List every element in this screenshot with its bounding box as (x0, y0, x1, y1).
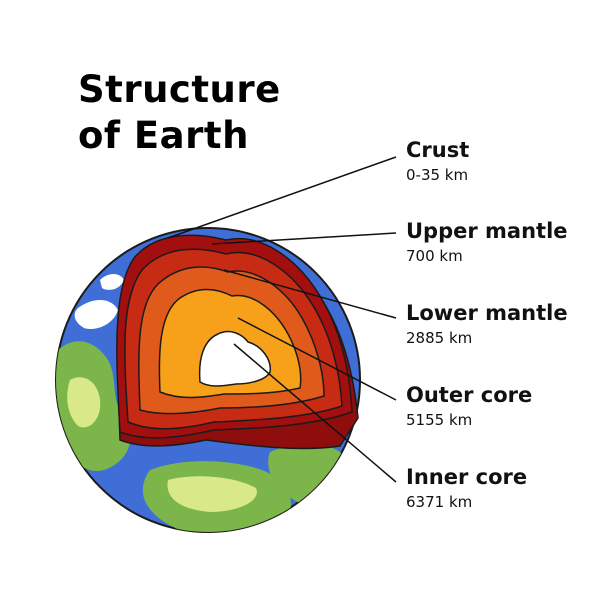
leader-lines (167, 156, 397, 483)
layer-name: Inner core (406, 465, 528, 489)
label-outer-core: Outer core 5155 km (406, 383, 532, 430)
diagram-title-line-1: Structure (78, 68, 281, 111)
layer-depth: 2885 km (406, 329, 473, 347)
label-crust: Crust 0-35 km (406, 138, 469, 185)
leader-line-lower-mantle (223, 269, 397, 319)
continent-highlight-2 (67, 377, 101, 428)
leader-line-inner-core (233, 343, 397, 483)
continent-highlight-1 (167, 476, 257, 512)
label-inner-core: Inner core 6371 km (406, 465, 527, 512)
leader-line-outer-core (237, 317, 397, 401)
layer-depth: 700 km (406, 247, 463, 265)
leader-line-upper-mantle (211, 232, 397, 245)
layer-name: Upper mantle (406, 219, 568, 243)
diagram-title-line-2: of Earth (78, 114, 249, 157)
ice-patch-2 (100, 274, 124, 290)
inner-core-layer (198, 330, 271, 387)
label-lower-mantle: Lower mantle 2885 km (406, 301, 568, 348)
layer-name: Outer core (406, 383, 533, 407)
ice-patch (74, 299, 118, 330)
label-upper-mantle: Upper mantle 700 km (406, 219, 568, 266)
layer-name: Crust (406, 138, 470, 162)
layer-depth: 5155 km (406, 411, 473, 429)
layer-depth: 0-35 km (406, 166, 469, 184)
layer-name: Lower mantle (406, 301, 568, 325)
leader-line-crust (167, 156, 397, 239)
cutaway (116, 234, 359, 450)
layer-depth: 6371 km (406, 493, 473, 511)
